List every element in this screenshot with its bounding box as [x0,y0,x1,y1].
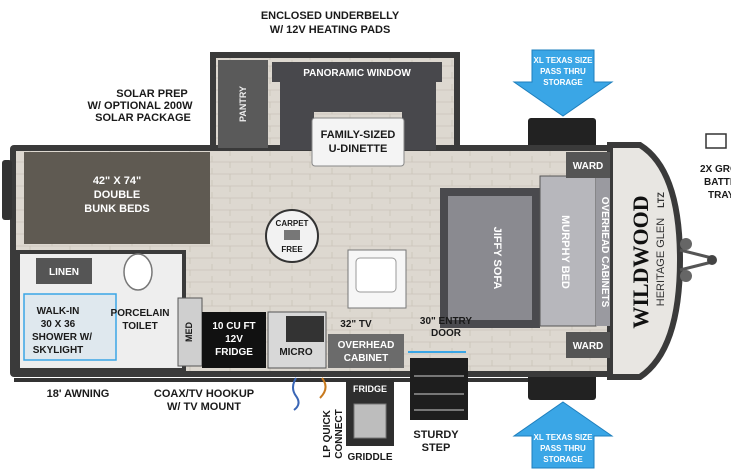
coax-label-1: COAX/TV HOOKUP [154,388,254,400]
bunk-beds: 42" X 74" DOUBLE BUNK BEDS [24,152,210,244]
dinette-table [311,117,405,167]
overhead-cabinets-label: OVERHEAD CABINETS [599,197,610,308]
fridge-label-2: 12V [225,334,243,345]
stove-icon [286,316,324,342]
step-label-2: STEP [422,442,451,454]
storage-top-label-2: PASS THRU [540,67,586,76]
carpet-icon [284,230,300,240]
griddle-label: GRIDDLE [348,452,393,463]
sturdy-step: STURDY STEP [410,358,468,454]
toilet-icon [123,253,153,291]
jiffy-sofa [448,196,532,320]
storage-arrow-bottom: XL TEXAS SIZE PASS THRU STORAGE [512,401,614,469]
lp-quick-connect-icon [319,377,327,399]
murphy-area: JIFFY SOFA MURPHY BED OVERHEAD CABINETS … [440,152,610,358]
awning-label: 18' AWNING [47,388,110,400]
step-label-1: STURDY [413,429,459,441]
brand-name: WILDWOOD [628,195,653,328]
ward-top-label: WARD [573,161,604,172]
brand-trim: LTZ [656,192,666,208]
fridge [202,312,266,368]
griddle-icon [353,403,387,439]
panoramic-window-seat [272,62,442,82]
med-label: MED [184,322,194,343]
underbelly-label-2: W/ 12V HEATING PADS [270,24,391,36]
med-cabinet [177,297,203,367]
storage-bottom-label-3: STORAGE [543,455,583,464]
outdoor-kitchen: FRIDGE GRIDDLE [346,380,394,463]
solar-label-3: SOLAR PACKAGE [95,112,191,124]
overhead-cabinet-label-1: OVERHEAD [338,340,395,351]
shower [23,293,117,361]
lp-label-1: LP QUICK [322,409,333,457]
shower-label-4: SKYLIGHT [33,345,84,356]
bunk-label-1: 42" X 74" [93,175,141,187]
murphy-bed-label: MURPHY BED [559,215,571,289]
outdoor-fridge-label: FRIDGE [353,384,387,394]
ground-battery-label-1: 2X GROUND [700,164,731,175]
coax-hookup-icon [292,377,300,411]
storage-bottom-label-2: PASS THRU [540,444,586,453]
brand-model: HERITAGE GLEN [655,218,667,306]
shower-label-2: 30 X 36 [41,319,76,330]
carpet-free-label-1: CARPET [276,219,309,228]
ground-battery-label-2: BATTERY [704,177,731,188]
tv-label: 32" TV [340,319,372,330]
overhead-cabinet [328,334,404,368]
hitch [679,238,717,282]
storage-compartment-bottom [528,370,596,400]
storage-arrow-top: XL TEXAS SIZE PASS THRU STORAGE [512,49,614,117]
linen-label: LINEN [49,267,79,278]
storage-top-label-1: XL TEXAS SIZE [534,56,594,65]
kitchen: MED 10 CU FT 12V FRIDGE MICRO 32" TV OVE… [177,249,407,369]
toilet-label-2: TOILET [122,321,157,332]
rear-bumper [2,160,12,220]
lp-label-2: CONNECT [334,409,345,458]
bunk-label-3: BUNK BEDS [84,203,149,215]
micro-label: MICRO [279,347,313,358]
storage-bottom-label-1: XL TEXAS SIZE [534,433,594,442]
sink-icon [355,257,397,293]
carpet-free-badge: CARPET FREE [265,209,319,263]
ground-battery-label-3: TRAY [708,190,731,201]
dinette-bench [280,82,436,150]
coax-label-2: W/ TV MOUNT [167,401,241,413]
front-cap [607,142,684,380]
shower-label-1: WALK-IN [37,306,80,317]
shower-label-3: SHOWER W/ [32,332,92,343]
toilet-label-1: PORCELAIN [111,308,170,319]
storage-compartment-top [528,118,596,152]
linen-cabinet [36,258,92,284]
panoramic-window-label: PANORAMIC WINDOW [303,68,411,79]
storage-top-label-3: STORAGE [543,78,583,87]
bunk-label-2: DOUBLE [94,189,140,201]
underbelly-label-1: ENCLOSED UNDERBELLY [261,10,400,22]
u-dinette: PANORAMIC WINDOW FAMILY-SIZED U-DINETTE [272,62,442,167]
ward-bottom-label: WARD [573,341,604,352]
bunk-mattress [24,152,210,244]
overhead-cabinet-label-2: CABINET [344,353,388,364]
carpet-free-label-2: FREE [281,245,303,254]
fridge-label-1: 10 CU FT [212,321,255,332]
jiffy-sofa-label: JIFFY SOFA [491,227,503,290]
wardrobe-bottom [566,332,610,358]
pantry: PANTRY [218,60,268,148]
solar-label-2: W/ OPTIONAL 200W [88,100,194,112]
murphy-bed [539,175,597,327]
battery-tray-icon [705,133,727,149]
fridge-label-3: FRIDGE [215,347,253,358]
wardrobe-top [566,152,610,178]
overhead-cabinets-strip [596,176,610,326]
entry-door-label-2: DOOR [431,328,462,339]
pantry-cabinet [218,60,268,148]
dinette-label-1: FAMILY-SIZED [321,129,396,141]
solar-label-1: SOLAR PREP [116,88,188,100]
entry-door: 30" ENTRY DOOR [408,316,472,353]
entry-door-label-1: 30" ENTRY [420,316,472,327]
pantry-label: PANTRY [238,86,248,122]
bathroom: LINEN WALK-IN 30 X 36 SHOWER W/ SKYLIGHT… [16,250,186,372]
dinette-label-2: U-DINETTE [329,143,388,155]
